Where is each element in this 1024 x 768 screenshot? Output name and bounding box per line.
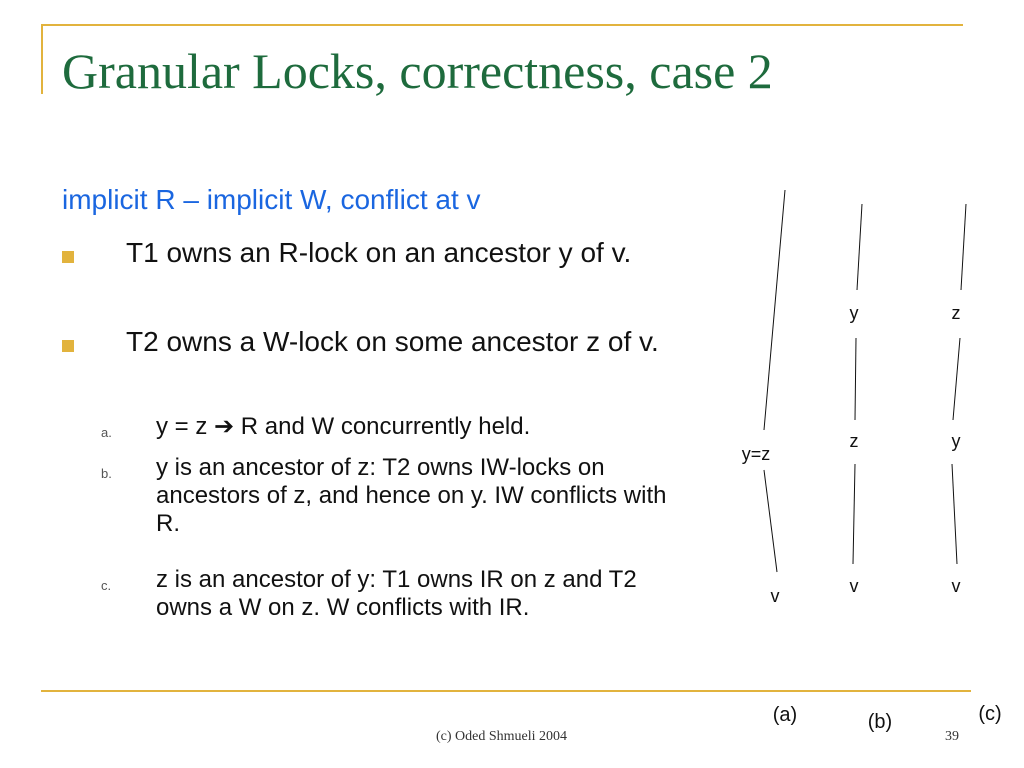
node-c-v: v (952, 576, 961, 596)
node-a-yz: y=z (742, 444, 771, 464)
path-b-top-edge (856, 203, 863, 291)
frame-bottom-rule (41, 690, 971, 692)
bullet-square-2 (62, 340, 74, 352)
footer-copyright: (c) Oded Shmueli 2004 (436, 729, 568, 744)
slide-title: Granular Locks, correctness, case 2 (62, 43, 773, 99)
subitem-marker-a: a. (101, 425, 112, 440)
subitem-marker-b: b. (101, 466, 112, 481)
bullet-text-2: T2 owns a W-lock on some ancestor z of v… (126, 326, 659, 357)
node-a-v: v (771, 586, 780, 606)
frame-left-rule (41, 24, 43, 94)
node-b-v: v (850, 576, 859, 596)
path-b-bottom-edge (852, 463, 856, 565)
node-b-y: y (850, 303, 859, 323)
subitem-text-c: z is an ancestor of y: T1 owns IR on z a… (156, 566, 637, 621)
node-b-z: z (850, 431, 859, 451)
caption-c: (c) (978, 703, 1001, 725)
frame-top-rule (41, 24, 963, 26)
bullet-square-1 (62, 251, 74, 263)
path-a-lower-edge (763, 469, 778, 573)
path-b-middle-edge (854, 337, 857, 421)
path-c-bottom-edge (951, 463, 958, 565)
node-c-z: z (952, 303, 961, 323)
caption-b: (b) (868, 711, 892, 733)
path-a-upper-edge (763, 189, 786, 431)
slide-subhead: implicit R – implicit W, conflict at v (62, 184, 481, 215)
node-c-y: y (952, 431, 961, 451)
subitem-text-b: y is an ancestor of z: T2 owns IW-locks … (156, 454, 667, 537)
page-number: 39 (945, 729, 959, 744)
caption-a: (a) (773, 704, 797, 726)
subitem-text-a: y = z ➔ R and W concurrently held. (156, 413, 531, 440)
path-c-middle-edge (952, 337, 961, 421)
path-c-top-edge (960, 203, 967, 291)
subitem-marker-c: c. (101, 578, 112, 593)
bullet-text-1: T1 owns an R-lock on an ancestor y of v. (126, 237, 632, 268)
